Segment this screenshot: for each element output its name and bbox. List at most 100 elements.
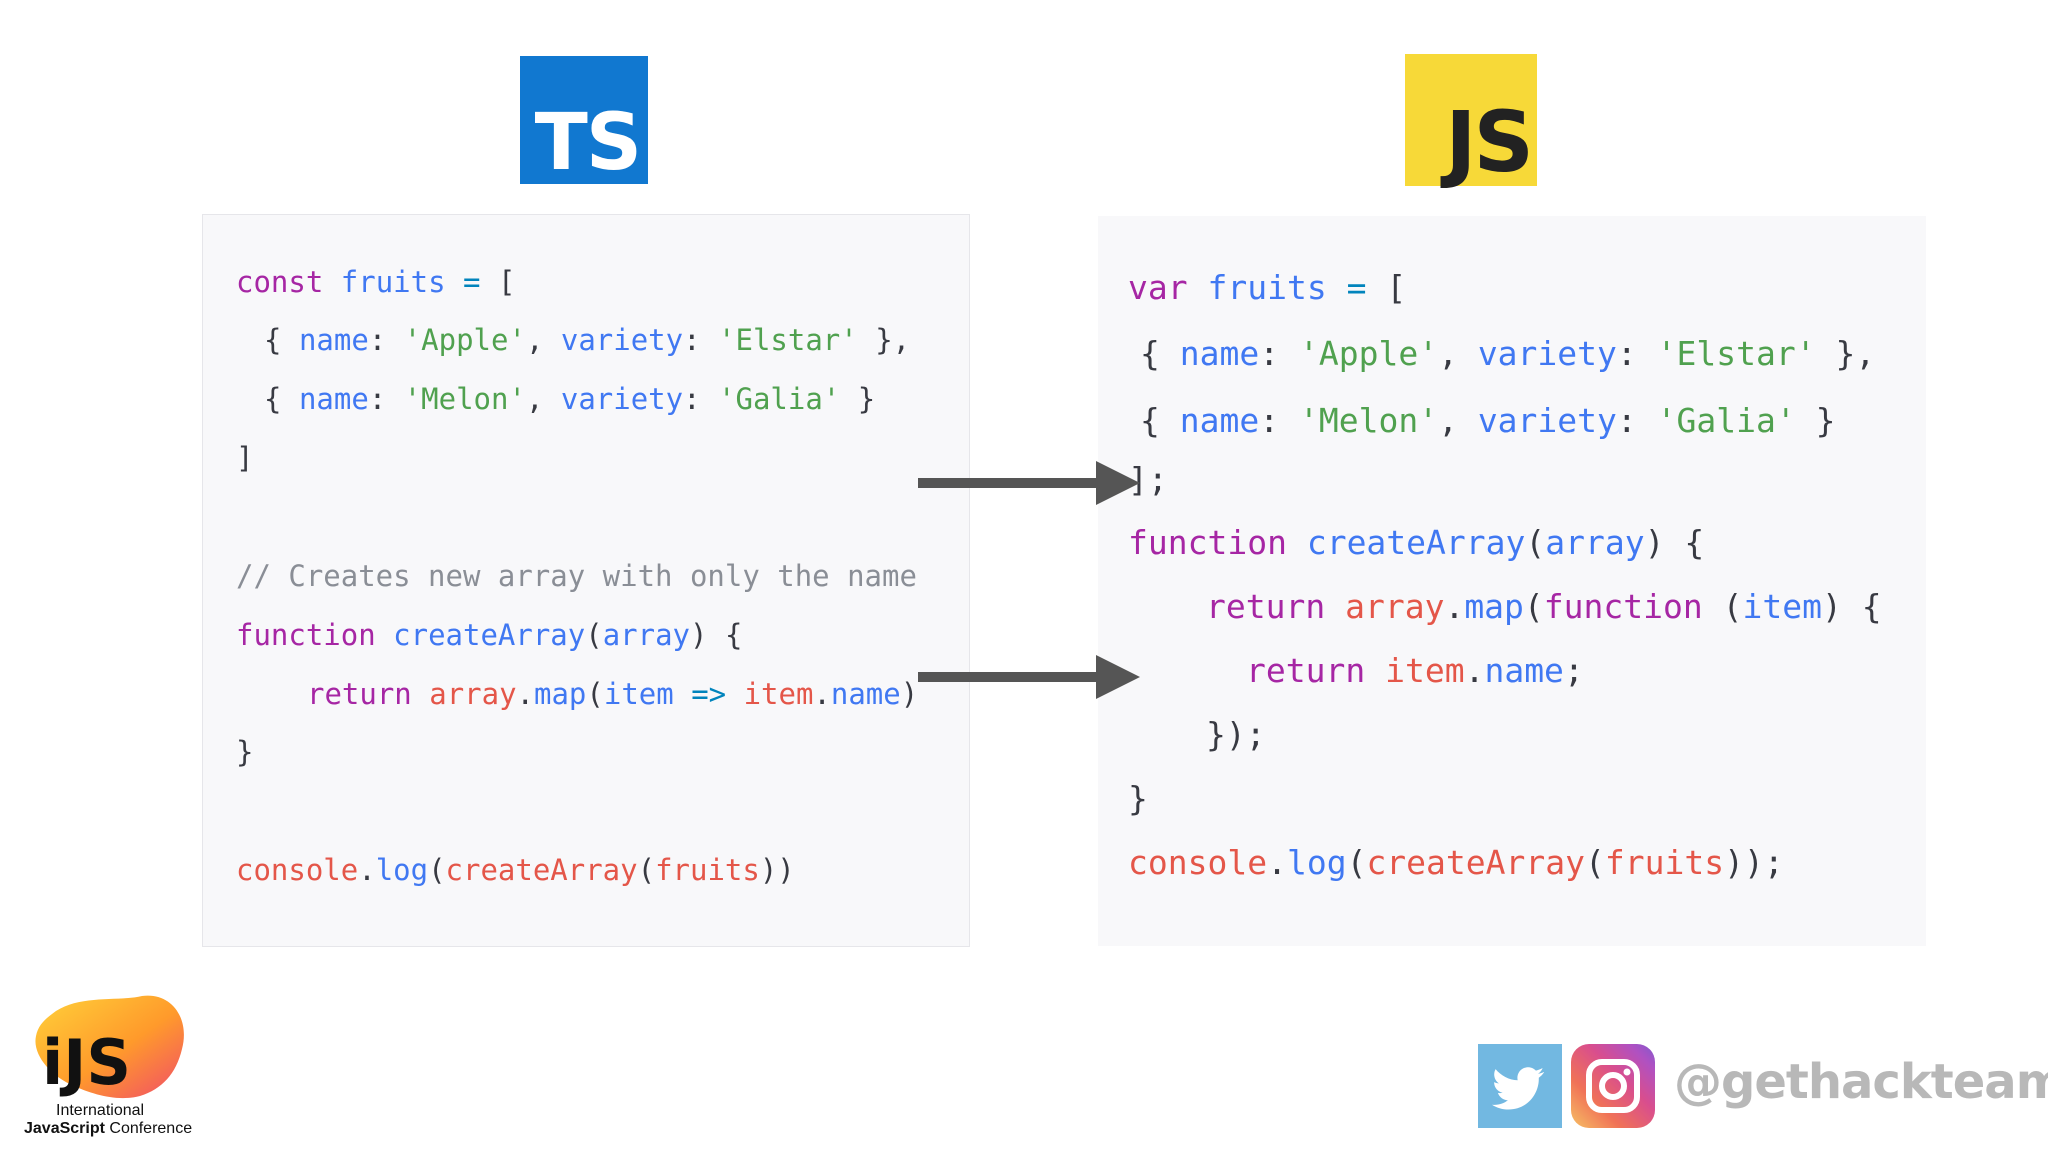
code-variable: console — [236, 853, 359, 887]
javascript-logo: JS — [1405, 54, 1537, 186]
code-punctuation: . — [358, 853, 376, 887]
code-identifier: fruits — [1207, 268, 1327, 307]
code-string: 'Melon' — [1298, 401, 1439, 440]
code-keyword: return — [1206, 587, 1326, 626]
code-variable: console — [1128, 843, 1268, 882]
code-keyword: function — [1543, 587, 1703, 626]
js-code-line-9: } — [1128, 779, 1148, 818]
typescript-logo-text: TS — [534, 98, 642, 188]
code-punctuation: ) — [1644, 523, 1665, 562]
code-punctuation: ) — [900, 677, 919, 711]
typescript-logo: TS — [520, 56, 648, 184]
ts-code-line-9: console.log(createArray(fruits)) — [236, 853, 795, 887]
code-punctuation: : — [683, 323, 701, 357]
ts-code-line-2: { name: 'Apple', variety: 'Elstar' }, — [264, 323, 910, 357]
code-property: name — [298, 323, 369, 357]
code-punctuation: ( — [637, 853, 656, 887]
code-keyword: function — [236, 618, 376, 652]
social-handle[interactable]: @gethackteam — [1674, 1054, 2048, 1110]
code-punctuation: ( — [586, 677, 604, 711]
js-code-line-3: { name: 'Melon', variety: 'Galia' } — [1140, 401, 1835, 440]
code-punctuation: ] — [236, 441, 254, 475]
code-punctuation: } — [1815, 401, 1836, 440]
code-punctuation: }, — [1835, 334, 1876, 373]
code-method: map — [1464, 587, 1524, 626]
js-code-line-4: ]; — [1128, 460, 1168, 499]
code-punctuation: ]; — [1128, 460, 1168, 499]
code-string: 'Elstar' — [718, 323, 858, 357]
code-operator: = — [1346, 268, 1367, 307]
code-variable: item — [743, 677, 814, 711]
code-punctuation: { — [1861, 587, 1882, 626]
code-method: log — [1286, 843, 1347, 882]
code-parameter: array — [602, 618, 690, 652]
code-punctuation: . — [1464, 651, 1485, 690]
code-property: name — [1179, 401, 1260, 440]
arrow-right-icon-1 — [918, 461, 1140, 505]
code-punctuation: } — [1128, 779, 1148, 818]
code-parameter: array — [1545, 523, 1645, 562]
code-punctuation: : — [368, 323, 387, 357]
code-punctuation: } — [236, 735, 254, 769]
instagram-icon — [1571, 1044, 1655, 1128]
js-code-line-6: return array.map(function (item) { — [1206, 587, 1882, 626]
conference-caption-rest: Conference — [104, 1120, 193, 1137]
code-punctuation: { — [1140, 401, 1160, 440]
typescript-code-panel: const fruits = [ { name: 'Apple', variet… — [202, 214, 970, 947]
ts-code-line-8: } — [236, 735, 253, 769]
code-punctuation: . — [1267, 843, 1287, 882]
twitter-icon — [1478, 1044, 1562, 1128]
code-function-name: createArray — [445, 853, 638, 887]
code-punctuation: [ — [1386, 268, 1407, 307]
code-punctuation: ( — [1584, 843, 1605, 882]
code-variable: array — [1345, 587, 1445, 626]
code-punctuation: : — [1616, 401, 1637, 440]
js-code-line-5: function createArray(array) { — [1128, 523, 1704, 562]
code-punctuation: , — [1438, 401, 1458, 440]
ijs-logo-text: iJS — [42, 1026, 131, 1099]
code-punctuation: ( — [585, 618, 603, 652]
code-string: 'Elstar' — [1656, 334, 1816, 373]
code-punctuation: ) — [690, 618, 708, 652]
javascript-logo-text: JS — [1445, 93, 1534, 191]
code-punctuation: } — [857, 382, 876, 416]
ijs-logo-icon: iJS — [35, 995, 184, 1099]
code-punctuation: : — [1259, 334, 1280, 373]
code-punctuation: ( — [1346, 843, 1367, 882]
code-keyword: function — [1128, 523, 1287, 562]
code-punctuation: { — [1140, 334, 1160, 373]
js-code-line-1: var fruits = [ — [1128, 268, 1406, 307]
code-punctuation: ( — [1722, 587, 1743, 626]
code-punctuation: ( — [428, 853, 446, 887]
code-string: 'Apple' — [403, 323, 526, 357]
code-variable: array — [429, 677, 517, 711]
code-property: name — [1484, 651, 1564, 690]
code-method: log — [375, 853, 429, 887]
ts-code-line-7: return array.map(item => item.name) — [307, 677, 918, 711]
js-code-line-7: return item.name; — [1246, 651, 1584, 690]
code-method: map — [534, 677, 587, 711]
code-parameter: item — [1742, 587, 1822, 626]
code-string: 'Galia' — [718, 382, 841, 416]
code-punctuation: . — [516, 677, 535, 711]
javascript-code-panel: var fruits = [ { name: 'Apple', variety:… — [1098, 216, 1926, 946]
code-punctuation: . — [1444, 587, 1465, 626]
code-punctuation: ; — [1563, 651, 1584, 690]
code-operator: => — [691, 677, 727, 711]
code-variable: fruits — [1604, 843, 1725, 882]
code-punctuation: : — [1616, 334, 1637, 373]
code-punctuation: { — [264, 382, 282, 416]
code-punctuation: { — [1684, 523, 1705, 562]
code-punctuation: )) — [759, 853, 795, 887]
ts-code-line-6: function createArray(array) { — [236, 618, 742, 652]
code-punctuation: . — [813, 677, 831, 711]
code-keyword: const — [236, 265, 324, 299]
arrow-right-icon-2 — [918, 655, 1140, 699]
code-identifier: fruits — [340, 265, 446, 299]
ts-code-line-4: ] — [236, 441, 253, 475]
ts-code-line-3: { name: 'Melon', variety: 'Galia' } — [264, 382, 875, 416]
conference-caption-bold: JavaScript — [24, 1120, 105, 1137]
code-string: 'Melon' — [403, 382, 526, 416]
code-function-name: createArray — [393, 618, 586, 652]
code-punctuation: : — [368, 382, 387, 416]
